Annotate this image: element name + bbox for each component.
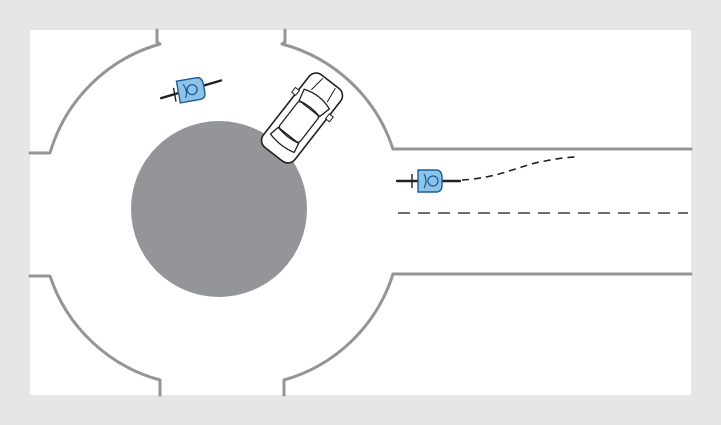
car-topview-icon: [260, 72, 344, 164]
top-left-curb: [28, 28, 162, 155]
top-right-curb: [280, 28, 693, 151]
cyclist-approach-icon: [395, 169, 462, 193]
cyclist-roundabout-icon: [159, 76, 223, 104]
bottom-right-curb: [282, 272, 693, 397]
bottom-left-curb: [28, 274, 162, 397]
central-island: [131, 121, 307, 297]
road-surface: [30, 30, 691, 395]
cyclist-path: [461, 156, 579, 181]
roundabout-outline: [28, 28, 693, 397]
